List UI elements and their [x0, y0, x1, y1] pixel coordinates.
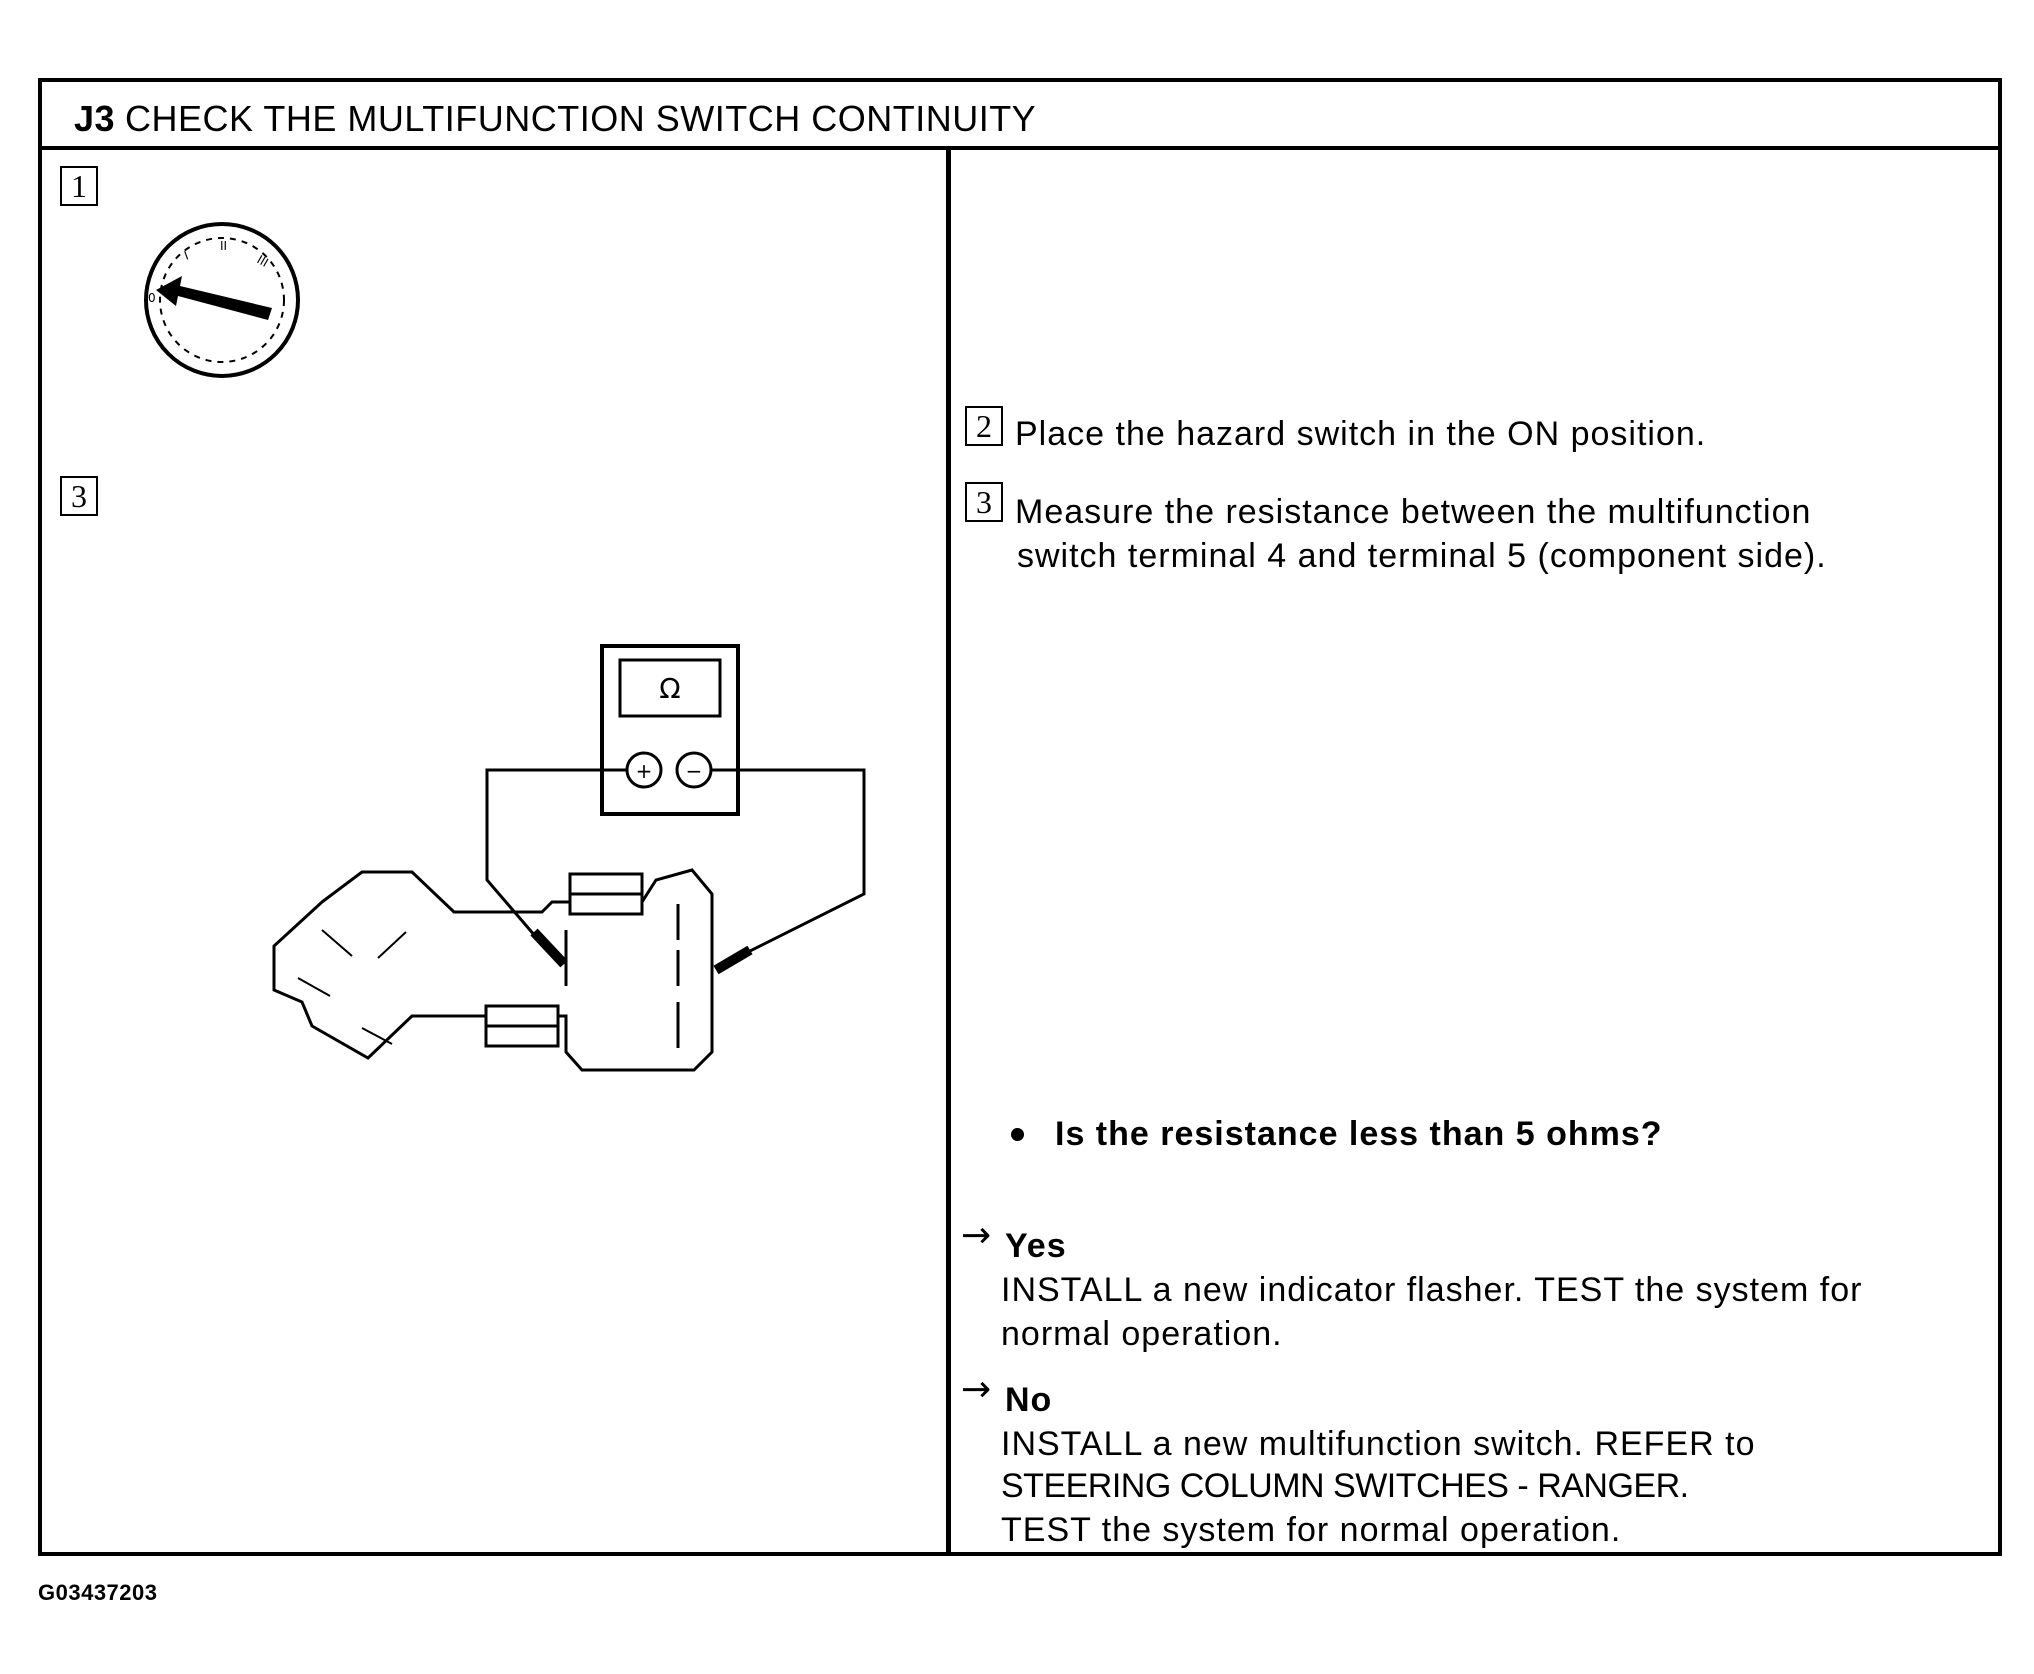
- no-text-line1: INSTALL a new multifunction switch. REFE…: [1001, 1425, 1756, 1463]
- svg-text:II: II: [220, 239, 227, 253]
- negative-probe: [713, 945, 753, 975]
- step-2-text: Place the hazard switch in the ON positi…: [1015, 415, 1707, 453]
- svg-text:+: +: [636, 759, 653, 783]
- question-text: Is the resistance less than 5 ohms?: [1055, 1115, 1663, 1153]
- step-3-text-line2: switch terminal 4 and terminal 5 (compon…: [1017, 537, 1827, 575]
- figure-code: G03437203: [38, 1580, 158, 1605]
- svg-text:I: I: [182, 248, 190, 262]
- bullet-dot: [1011, 1128, 1024, 1141]
- yes-text-line2: normal operation.: [1001, 1315, 1283, 1353]
- no-text-line2: STEERING COLUMN SWITCHES - RANGER.: [1001, 1467, 1689, 1505]
- step-3-box: 3: [60, 476, 98, 516]
- right-arrow-icon: →: [961, 1369, 992, 1410]
- step-2-box: 2: [965, 406, 1003, 446]
- multimeter-display: [618, 658, 722, 718]
- instructions-panel: 2 Place the hazard switch in the ON posi…: [951, 150, 1998, 1552]
- step-1-box: 1: [60, 166, 98, 206]
- step-id: J3: [74, 98, 116, 139]
- switch-connector-outline: [272, 868, 714, 1072]
- yes-label: Yes: [1005, 1227, 1067, 1265]
- ohm-symbol: Ω: [659, 672, 680, 705]
- step-3-text-line1: Measure the resistance between the multi…: [1015, 493, 1812, 531]
- multimeter-connector-illustration: Ω + −: [272, 644, 866, 1072]
- ignition-switch-lock-icon: I II III 0: [144, 222, 300, 378]
- no-label: No: [1005, 1381, 1053, 1419]
- step-3-box-right: 3: [965, 482, 1003, 522]
- step-title: CHECK THE MULTIFUNCTION SWITCH CONTINUIT…: [125, 98, 1037, 139]
- svg-text:III: III: [255, 252, 271, 269]
- illustration-panel: 1 I II III 0 3 Ω + −: [42, 150, 946, 1552]
- yes-text-line1: INSTALL a new indicator flasher. TEST th…: [1001, 1271, 1863, 1309]
- svg-text:0: 0: [148, 291, 156, 305]
- positive-probe: [530, 928, 568, 968]
- svg-text:−: −: [686, 759, 703, 783]
- right-arrow-icon: →: [961, 1215, 992, 1256]
- panel-divider: [946, 150, 951, 1552]
- negative-lead: [711, 768, 866, 958]
- no-text-line3: TEST the system for normal operation.: [1001, 1511, 1622, 1549]
